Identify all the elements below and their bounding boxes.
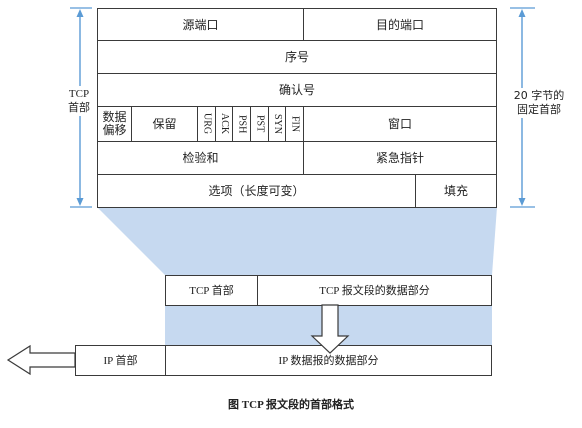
options-label: 选项（长度可变） xyxy=(208,184,305,198)
arrow-up-icon xyxy=(76,9,84,17)
figure-caption: 图 TCP 报文段的首部格式 xyxy=(228,399,354,411)
flag-pst-label: PST xyxy=(254,115,266,133)
arrow-down-icon xyxy=(76,198,84,206)
sequence-number-label: 序号 xyxy=(284,50,309,64)
expansion-trapezoid xyxy=(97,207,497,275)
padding-label: 填充 xyxy=(443,184,468,198)
hollow-down-arrow-icon xyxy=(310,304,350,354)
arrow-up-icon xyxy=(518,9,526,17)
source-port-label: 源端口 xyxy=(182,17,219,32)
reserved-field: 保留 xyxy=(131,106,198,142)
tcp-header-span-label-line-2: 首部 xyxy=(68,101,90,114)
tcp-header-span-label-line-1: TCP xyxy=(68,88,90,100)
arrow-down-icon xyxy=(518,198,526,206)
tcp-segment-header: TCP 首部 xyxy=(165,275,258,306)
checksum-field: 检验和 xyxy=(97,141,304,175)
data-offset-label-line-1: 数据 xyxy=(102,110,127,124)
fixed-header-span-label-line-1: 20 字节的 xyxy=(513,89,565,102)
checksum-label: 检验和 xyxy=(182,151,219,165)
urgent-pointer-label: 紧急指针 xyxy=(375,151,424,165)
fixed-header-span-label-line-2: 固定首部 xyxy=(517,103,561,116)
tcp-segment-header-label: TCP 首部 xyxy=(189,284,234,297)
options-field: 选项（长度可变） xyxy=(97,174,416,208)
hollow-left-arrow-icon xyxy=(6,344,76,376)
data-offset-label-line-2: 偏移 xyxy=(102,123,127,137)
flag-psh-label: PSH xyxy=(236,114,248,134)
reserved-label: 保留 xyxy=(152,117,177,131)
fixed-header-span-label: 20 字节的 固定首部 xyxy=(505,88,573,118)
window-field: 窗口 xyxy=(303,106,497,142)
source-port-field: 源端口 xyxy=(97,8,304,41)
flag-fin-label: FIN xyxy=(289,115,301,133)
ip-datagram-header: IP 首部 xyxy=(75,345,166,376)
flag-urg-label: URG xyxy=(201,113,213,135)
window-label: 窗口 xyxy=(387,117,412,131)
flag-syn-label: SYN xyxy=(272,113,283,134)
tcp-header-span-label: TCP 首部 xyxy=(62,86,96,116)
padding-field: 填充 xyxy=(415,174,497,208)
tcp-segment-data: TCP 报文段的数据部分 xyxy=(257,275,492,306)
ip-datagram-header-label: IP 首部 xyxy=(103,354,138,367)
ip-datagram-data-label: IP 数据报的数据部分 xyxy=(278,354,379,367)
destination-port-label: 目的端口 xyxy=(375,17,424,32)
data-offset-field: 数据 偏移 xyxy=(97,106,132,142)
acknowledgment-number-label: 确认号 xyxy=(278,83,315,97)
flag-ack-label: ACK xyxy=(219,113,230,135)
tcp-segment-data-label: TCP 报文段的数据部分 xyxy=(319,284,430,297)
